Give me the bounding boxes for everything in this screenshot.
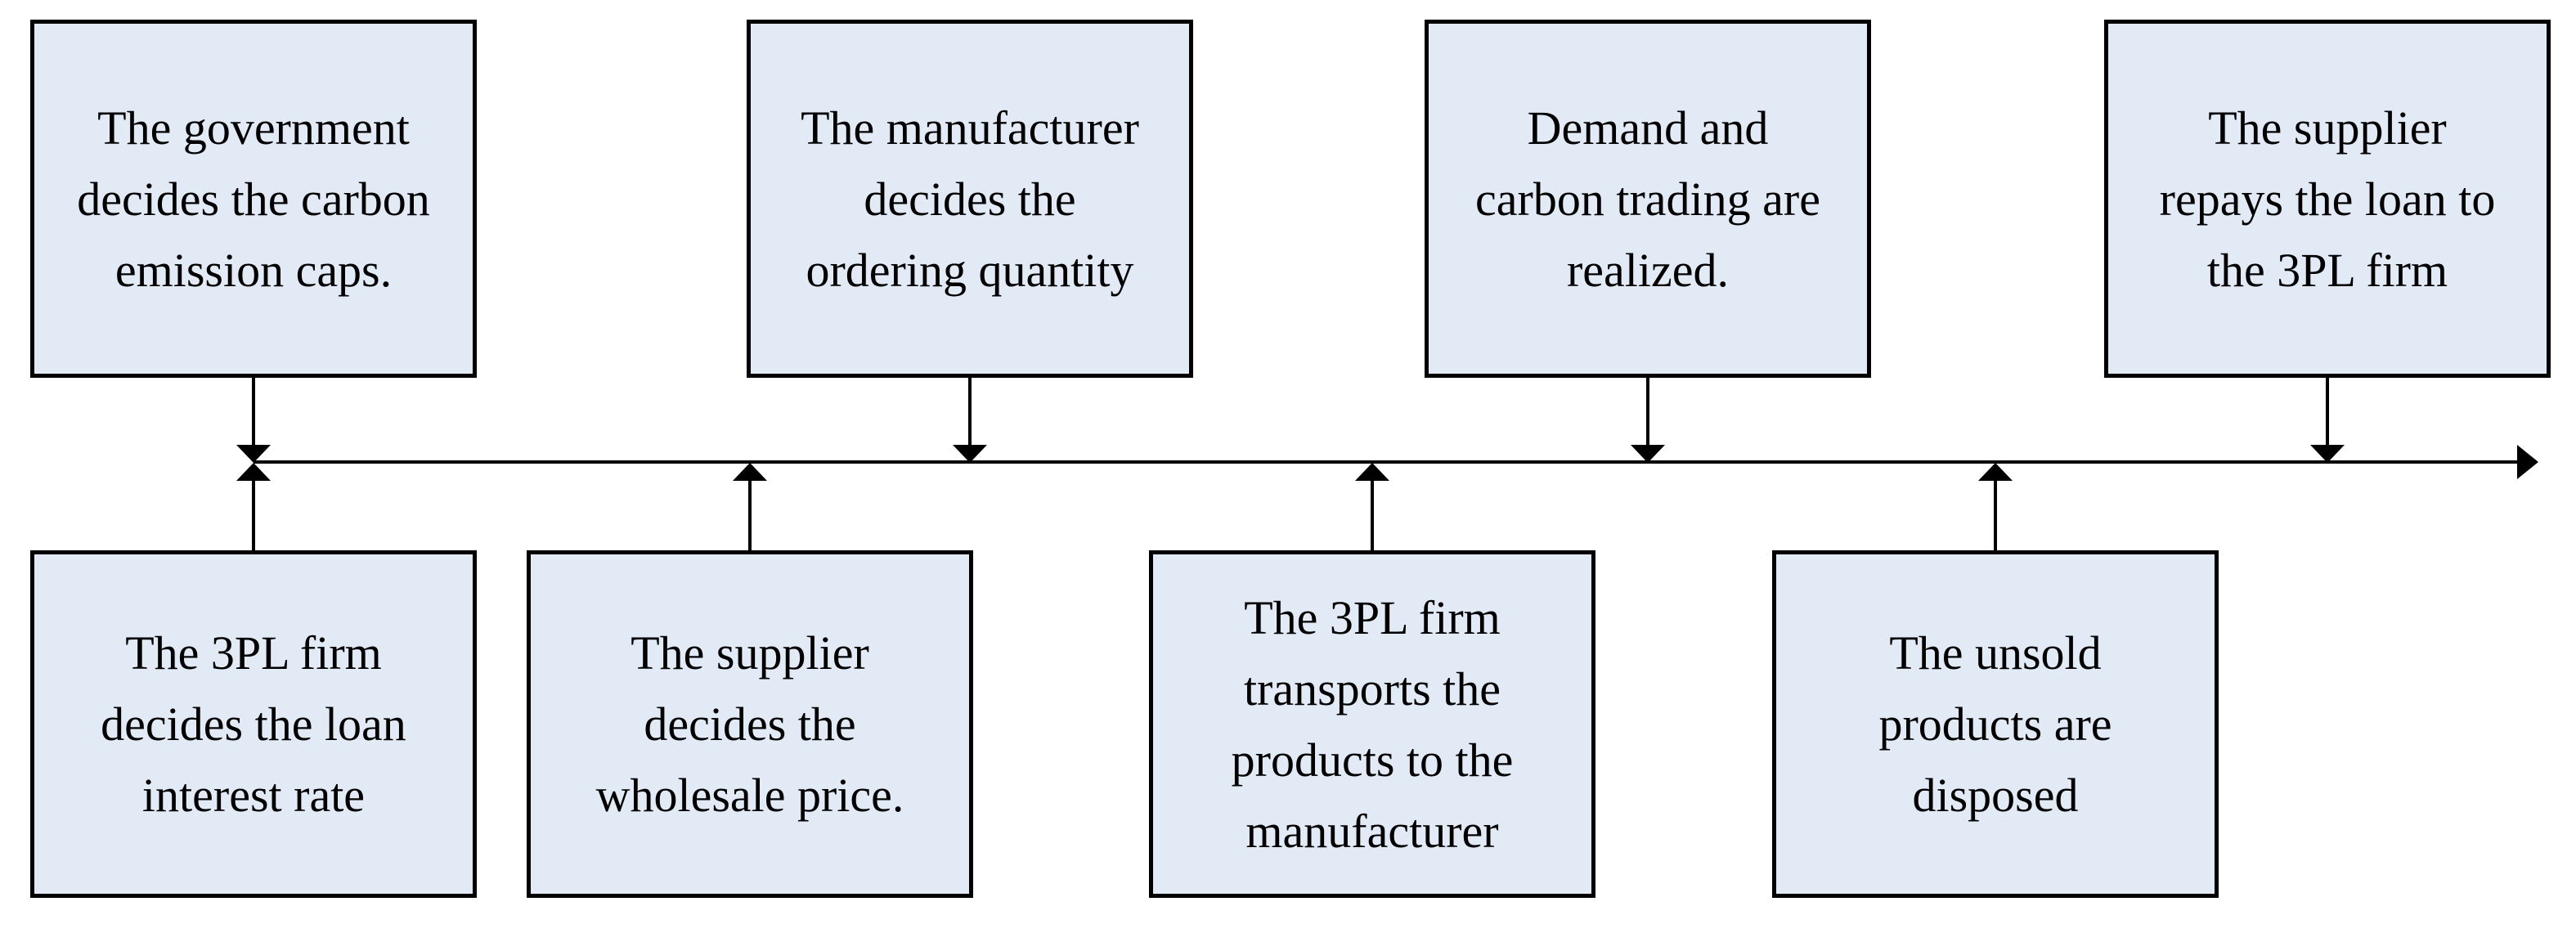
event-text-government-caps: The government decides the carbon emissi…: [77, 101, 430, 297]
arrow-right-icon: [2517, 445, 2538, 479]
arrow-down-icon: [2310, 445, 2345, 463]
arrow-up-icon: [733, 463, 767, 481]
event-text-manufacturer-ordering: The manufacturer decides the ordering qu…: [801, 101, 1139, 297]
event-box-supplier-wholesale: The supplier decides the wholesale price…: [527, 550, 973, 898]
arrow-up-icon: [1978, 463, 2013, 481]
arrow-down-icon: [953, 445, 987, 463]
timeline-line: [254, 460, 2519, 464]
event-box-manufacturer-ordering: The manufacturer decides the ordering qu…: [747, 20, 1193, 378]
connector-supplier-repays-loan: [2326, 378, 2329, 446]
event-text-supplier-wholesale: The supplier decides the wholesale price…: [595, 626, 904, 822]
connector-3pl-loan-interest: [252, 479, 255, 550]
connector-demand-carbon-trading: [1646, 378, 1649, 446]
arrow-up-icon: [1355, 463, 1389, 481]
connector-supplier-wholesale: [748, 479, 752, 550]
event-text-supplier-repays-loan: The supplier repays the loan to the 3PL …: [2159, 101, 2496, 297]
connector-3pl-transports: [1371, 479, 1374, 550]
arrow-up-icon: [236, 463, 271, 481]
connector-unsold-disposed: [1994, 479, 1997, 550]
event-box-supplier-repays-loan: The supplier repays the loan to the 3PL …: [2104, 20, 2551, 378]
event-text-3pl-loan-interest: The 3PL firm decides the loan interest r…: [101, 626, 406, 822]
event-text-unsold-disposed: The unsold products are disposed: [1878, 626, 2112, 822]
connector-manufacturer-ordering: [968, 378, 972, 446]
event-box-3pl-transports: The 3PL firm transports the products to …: [1149, 550, 1595, 898]
arrow-down-icon: [1631, 445, 1665, 463]
event-text-3pl-transports: The 3PL firm transports the products to …: [1231, 590, 1514, 858]
event-box-unsold-disposed: The unsold products are disposed: [1772, 550, 2219, 898]
arrow-down-icon: [236, 445, 271, 463]
event-box-3pl-loan-interest: The 3PL firm decides the loan interest r…: [30, 550, 477, 898]
event-box-demand-carbon-trading: Demand and carbon trading are realized.: [1425, 20, 1871, 378]
event-text-demand-carbon-trading: Demand and carbon trading are realized.: [1475, 101, 1820, 297]
event-box-government-caps: The government decides the carbon emissi…: [30, 20, 477, 378]
connector-government-caps: [252, 378, 255, 446]
